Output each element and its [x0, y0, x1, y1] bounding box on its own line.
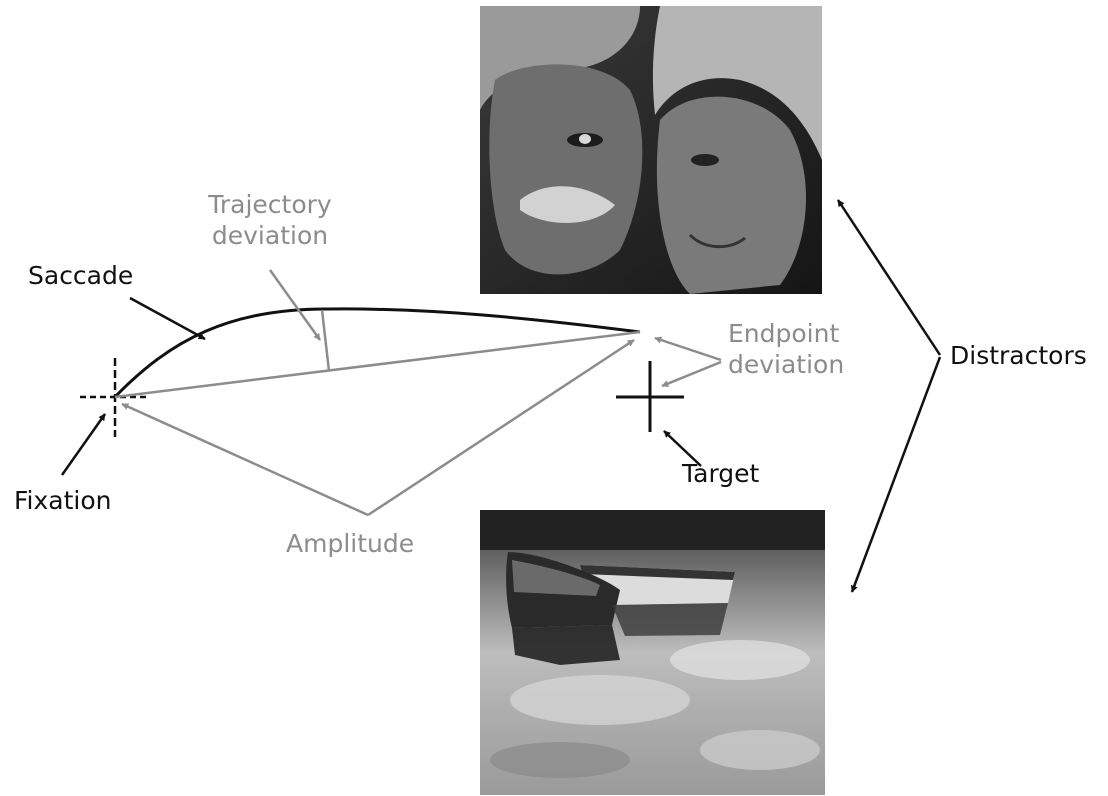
fixation-label: Fixation: [14, 486, 112, 515]
endpoint-deviation-line2: deviation: [728, 350, 845, 379]
trajectory-deviation-line1: Trajectory: [208, 190, 332, 219]
amplitude-label: Amplitude: [286, 529, 415, 558]
target-cross: [616, 361, 684, 432]
amplitude-arrow-left: [121, 402, 369, 517]
target-label: Target: [682, 459, 760, 488]
distractors-arrow-bottom: [850, 356, 942, 593]
saccade-path: [113, 307, 641, 399]
trajectory-deviation-line2: deviation: [211, 221, 329, 250]
trajectory-deviation-label: Trajectory deviation: [190, 189, 350, 251]
amplitude-line: [114, 330, 641, 399]
endpoint-deviation-arrow-bottom: [661, 360, 722, 388]
saccade-label: Saccade: [28, 261, 134, 290]
distractors-label: Distractors: [950, 341, 1087, 370]
fixation-cross: [80, 358, 150, 437]
top-distractor-image: [480, 6, 822, 294]
amplitude-arrow-right: [367, 338, 635, 517]
target-arrow: [663, 430, 702, 467]
endpoint-deviation-label: Endpoint deviation: [728, 318, 844, 380]
saccade-arrow: [129, 296, 206, 341]
distractors-arrow-top: [836, 199, 942, 356]
trajectory-deviation-arrow: [268, 269, 322, 341]
fixation-arrow: [60, 413, 107, 476]
bottom-distractor-image: [480, 510, 825, 795]
trajectory-deviation-line: [320, 309, 331, 372]
endpoint-deviation-arrow-top: [654, 336, 722, 362]
endpoint-deviation-line1: Endpoint: [728, 319, 840, 348]
